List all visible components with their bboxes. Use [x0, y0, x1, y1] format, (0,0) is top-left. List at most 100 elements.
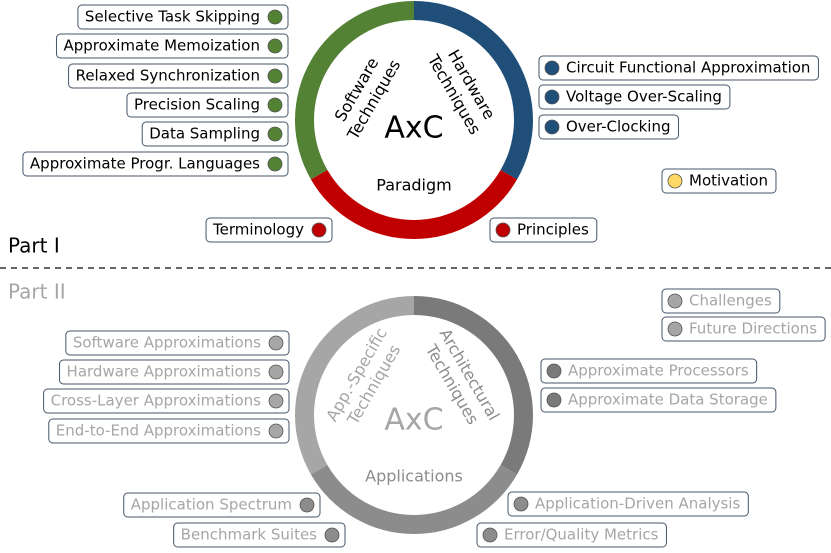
outlook-item-1-box	[661, 288, 781, 314]
architectural-item-2[interactable]: Approximate Data Storage	[540, 387, 777, 413]
software-item-2[interactable]: Approximate Memoization	[55, 33, 289, 59]
app-specific-item-3-box	[43, 388, 290, 414]
software-item-5-box	[141, 121, 289, 147]
software-item-5[interactable]: Data Sampling	[141, 121, 289, 147]
applications-left-item-2-box	[173, 522, 346, 548]
applications-right-item-2-label: Error/Quality Metrics	[504, 526, 659, 544]
motivation-item-box	[661, 168, 777, 194]
applications-left-item-2-label: Benchmark Suites	[181, 526, 318, 544]
hardware-item-3[interactable]: Over-Clocking	[538, 114, 679, 140]
part1-center-label: AxC	[384, 111, 443, 146]
architectural-item-1-bullet-icon	[546, 363, 562, 379]
applications-right-item-2[interactable]: Error/Quality Metrics	[476, 522, 667, 548]
applications-right-item-1[interactable]: Application-Driven Analysis	[507, 491, 749, 517]
terminology-item[interactable]: Terminology	[205, 217, 333, 243]
hardware-item-3-bullet-icon	[544, 119, 560, 135]
motivation-item[interactable]: Motivation	[661, 168, 777, 194]
software-item-4-label: Precision Scaling	[134, 96, 260, 114]
hardware-item-2-box	[538, 84, 731, 110]
principles-item-label: Principles	[517, 221, 589, 239]
applications-left-item-1[interactable]: Application Spectrum	[123, 492, 321, 518]
principles-item[interactable]: Principles	[489, 217, 598, 243]
applications-right-item-1-bullet-icon	[513, 496, 529, 512]
hardware-item-1-bullet-icon	[544, 60, 560, 76]
app-specific-item-1-box	[65, 330, 290, 356]
software-item-1-label: Selective Task Skipping	[85, 8, 260, 26]
software-item-5-label: Data Sampling	[149, 125, 260, 143]
applications-sector	[310, 465, 518, 534]
part1-label: Part I	[8, 234, 60, 258]
app-specific-item-4-label: End-to-End Approximations	[56, 422, 261, 440]
software-item-5-bullet-icon	[267, 126, 283, 142]
hardware-sector	[414, 1, 533, 180]
software-item-4-bullet-icon	[267, 97, 283, 113]
applications-left-item-1-box	[123, 492, 321, 518]
app-specific-item-3[interactable]: Cross-Layer Approximations	[43, 388, 290, 414]
software-item-2-label: Approximate Memoization	[63, 37, 260, 55]
software-item-6-bullet-icon	[267, 156, 283, 172]
software-item-3-box	[68, 63, 289, 89]
software-item-6[interactable]: Approximate Progr. Languages	[22, 151, 289, 177]
software-item-2-box	[55, 33, 289, 59]
software-item-1-box	[77, 4, 289, 30]
hardware-item-2[interactable]: Voltage Over-Scaling	[538, 84, 731, 110]
part2-center-label: AxC	[384, 403, 443, 438]
outlook-item-2-box	[661, 316, 826, 342]
outlook-item-1-label: Challenges	[689, 292, 772, 310]
architectural-sector	[414, 296, 533, 475]
terminology-item-label: Terminology	[212, 221, 304, 239]
software-item-4[interactable]: Precision Scaling	[126, 92, 289, 118]
motivation-item-bullet-icon	[667, 173, 683, 189]
architectural-item-2-bullet-icon	[546, 392, 562, 408]
software-item-1[interactable]: Selective Task Skipping	[77, 4, 289, 30]
paradigm-sector	[310, 170, 518, 239]
software-item-6-label: Approximate Progr. Languages	[30, 155, 260, 173]
motivation-item-label: Motivation	[689, 172, 768, 190]
terminology-item-box	[205, 217, 333, 243]
architectural-item-1-box	[540, 358, 758, 384]
hardware-item-1-box	[538, 55, 819, 81]
app-specific-item-4[interactable]: End-to-End Approximations	[48, 418, 290, 444]
app-specific-item-4-box	[48, 418, 290, 444]
applications-right-item-2-box	[476, 522, 667, 548]
software-item-3-label: Relaxed Synchronization	[76, 67, 260, 85]
architectural-item-2-box	[540, 387, 777, 413]
principles-item-box	[489, 217, 598, 243]
software-item-4-box	[126, 92, 289, 118]
architectural-item-1[interactable]: Approximate Processors	[540, 358, 758, 384]
principles-item-bullet-icon	[495, 222, 511, 238]
app-specific-item-3-label: Cross-Layer Approximations	[51, 392, 262, 410]
outlook-item-2-bullet-icon	[667, 321, 683, 337]
applications-right-item-2-bullet-icon	[482, 527, 498, 543]
architectural-item-1-label: Approximate Processors	[568, 362, 749, 380]
software-item-3[interactable]: Relaxed Synchronization	[68, 63, 289, 89]
applications-left-item-2-bullet-icon	[324, 527, 340, 543]
hardware-item-2-label: Voltage Over-Scaling	[566, 88, 722, 106]
applications-left-item-1-bullet-icon	[299, 497, 315, 513]
terminology-item-bullet-icon	[311, 222, 327, 238]
outlook-item-2[interactable]: Future Directions	[661, 316, 826, 342]
hardware-item-2-bullet-icon	[544, 89, 560, 105]
applications-right-item-1-box	[507, 491, 749, 517]
paradigm-sector-label: Paradigm	[376, 176, 451, 195]
part2-label: Part II	[8, 280, 66, 304]
applications-left-item-2[interactable]: Benchmark Suites	[173, 522, 346, 548]
outlook-item-1[interactable]: Challenges	[661, 288, 781, 314]
applications-left-item-1-label: Application Spectrum	[131, 496, 292, 514]
hardware-item-3-label: Over-Clocking	[566, 118, 670, 136]
outlook-item-2-label: Future Directions	[689, 320, 817, 338]
software-sector	[295, 1, 414, 180]
applications-right-item-1-label: Application-Driven Analysis	[535, 495, 740, 513]
hardware-item-3-box	[538, 114, 679, 140]
software-item-6-box	[22, 151, 289, 177]
hardware-item-1[interactable]: Circuit Functional Approximation	[538, 55, 819, 81]
app-specific-item-1[interactable]: Software Approximations	[65, 330, 290, 356]
software-item-2-bullet-icon	[267, 38, 283, 54]
app-specific-item-1-bullet-icon	[268, 335, 284, 351]
app-specific-item-2[interactable]: Hardware Approximations	[59, 359, 290, 385]
software-item-3-bullet-icon	[267, 68, 283, 84]
app-specific-item-1-label: Software Approximations	[73, 334, 261, 352]
app-specific-item-4-bullet-icon	[268, 423, 284, 439]
app-specific-item-3-bullet-icon	[268, 393, 284, 409]
